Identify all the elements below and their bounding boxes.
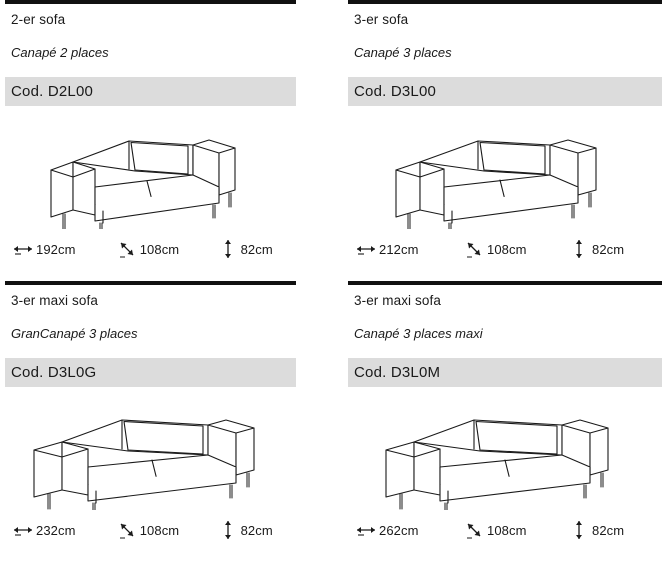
dimension-width: 212cm	[353, 239, 461, 259]
product-code: Cod. D3L0G	[11, 364, 97, 382]
product-code-band: Cod. D2L00	[5, 77, 296, 107]
product-title: 3-er maxi sofa	[354, 293, 441, 308]
dimension-width-value: 212cm	[379, 241, 419, 257]
product-subtitle: Canapé 2 places	[11, 44, 109, 60]
dimension-height-value: 82cm	[592, 522, 625, 538]
product-subtitle: GranCanapé 3 places	[11, 325, 138, 341]
sofa-2-seater-drawing	[0, 106, 301, 236]
panel-top-rule	[5, 0, 296, 4]
height-arrow-icon	[566, 520, 592, 540]
product-panel-d2l00: 2-er sofa Canapé 2 places Cod. D2L00	[0, 0, 301, 281]
product-panel-d3l0g: 3-er maxi sofa GranCanapé 3 places Cod. …	[0, 281, 301, 562]
sofa-3-seater-maxi-m-drawing	[336, 387, 672, 517]
depth-arrow-icon	[114, 520, 140, 540]
product-panel-d3l0m: 3-er maxi sofa Canapé 3 places maxi Cod.…	[336, 281, 672, 562]
dimension-width-value: 232cm	[36, 522, 76, 538]
depth-arrow-icon	[461, 520, 487, 540]
dimension-height: 82cm	[215, 520, 301, 540]
dimension-height: 82cm	[215, 239, 301, 259]
dimension-depth: 108cm	[114, 239, 215, 259]
dimension-width: 192cm	[10, 239, 114, 259]
dimension-depth: 108cm	[461, 520, 566, 540]
panel-top-rule	[5, 281, 296, 285]
dimension-height-value: 82cm	[240, 241, 273, 257]
product-code-band: Cod. D3L0M	[348, 358, 662, 388]
width-arrow-icon	[353, 520, 379, 540]
product-code: Cod. D3L00	[354, 83, 437, 101]
column-gap	[301, 0, 336, 281]
dimension-depth-value: 108cm	[487, 522, 527, 538]
dimension-row: 212cm 108cm 82cm	[336, 236, 672, 262]
dimension-row: 192cm 108cm 82cm	[0, 236, 301, 262]
product-code: Cod. D2L00	[11, 83, 94, 101]
sofa-3-seater-maxi-drawing	[0, 387, 301, 517]
product-subtitle: Canapé 3 places maxi	[354, 325, 483, 341]
dimension-height: 82cm	[566, 520, 656, 540]
dimension-height: 82cm	[566, 239, 656, 259]
dimension-depth-value: 108cm	[139, 241, 180, 257]
dimension-depth: 108cm	[461, 239, 566, 259]
width-arrow-icon	[353, 239, 379, 259]
product-code-band: Cod. D3L0G	[5, 358, 296, 388]
column-gap	[301, 281, 336, 562]
depth-arrow-icon	[461, 239, 487, 259]
width-arrow-icon	[10, 239, 36, 259]
dimension-width: 262cm	[353, 520, 461, 540]
width-arrow-icon	[10, 520, 36, 540]
dimension-row: 262cm 108cm 82cm	[336, 517, 672, 543]
depth-arrow-icon	[114, 239, 140, 259]
dimension-row: 232cm 108cm 82cm	[0, 517, 301, 543]
height-arrow-icon	[566, 239, 592, 259]
height-arrow-icon	[215, 520, 241, 540]
product-title: 2-er sofa	[11, 12, 66, 27]
dimension-height-value: 82cm	[240, 522, 273, 538]
product-panel-d3l00: 3-er sofa Canapé 3 places Cod. D3L00	[336, 0, 672, 281]
dimension-depth-value: 108cm	[487, 241, 527, 257]
product-code-band: Cod. D3L00	[348, 77, 662, 107]
dimension-width-value: 262cm	[379, 522, 419, 538]
panel-top-rule	[348, 0, 662, 4]
dimension-width: 232cm	[10, 520, 114, 540]
product-subtitle: Canapé 3 places	[354, 44, 452, 60]
panel-top-rule	[348, 281, 662, 285]
product-title: 3-er sofa	[354, 12, 409, 27]
dimension-width-value: 192cm	[36, 241, 76, 257]
sofa-3-seater-drawing	[336, 106, 672, 236]
product-title: 3-er maxi sofa	[11, 293, 98, 308]
dimension-depth-value: 108cm	[139, 522, 180, 538]
product-code: Cod. D3L0M	[354, 364, 441, 382]
dimension-height-value: 82cm	[592, 241, 625, 257]
dimension-depth: 108cm	[114, 520, 215, 540]
height-arrow-icon	[215, 239, 241, 259]
